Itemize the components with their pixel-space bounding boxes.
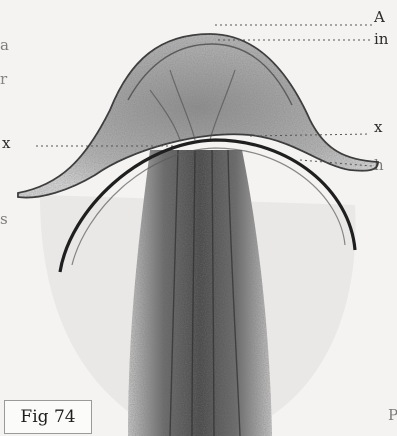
label-left-a: a [0, 38, 9, 53]
label-x-left: x [2, 136, 10, 151]
label-a-upper: A [374, 10, 385, 25]
label-left-s: s [0, 212, 8, 227]
figure-caption: Fig 74 [4, 400, 92, 434]
label-x-right: x [374, 120, 382, 135]
label-in: in [374, 32, 388, 47]
label-left-r: r [0, 72, 7, 87]
label-p: P [388, 408, 397, 423]
label-h: h [374, 158, 384, 173]
